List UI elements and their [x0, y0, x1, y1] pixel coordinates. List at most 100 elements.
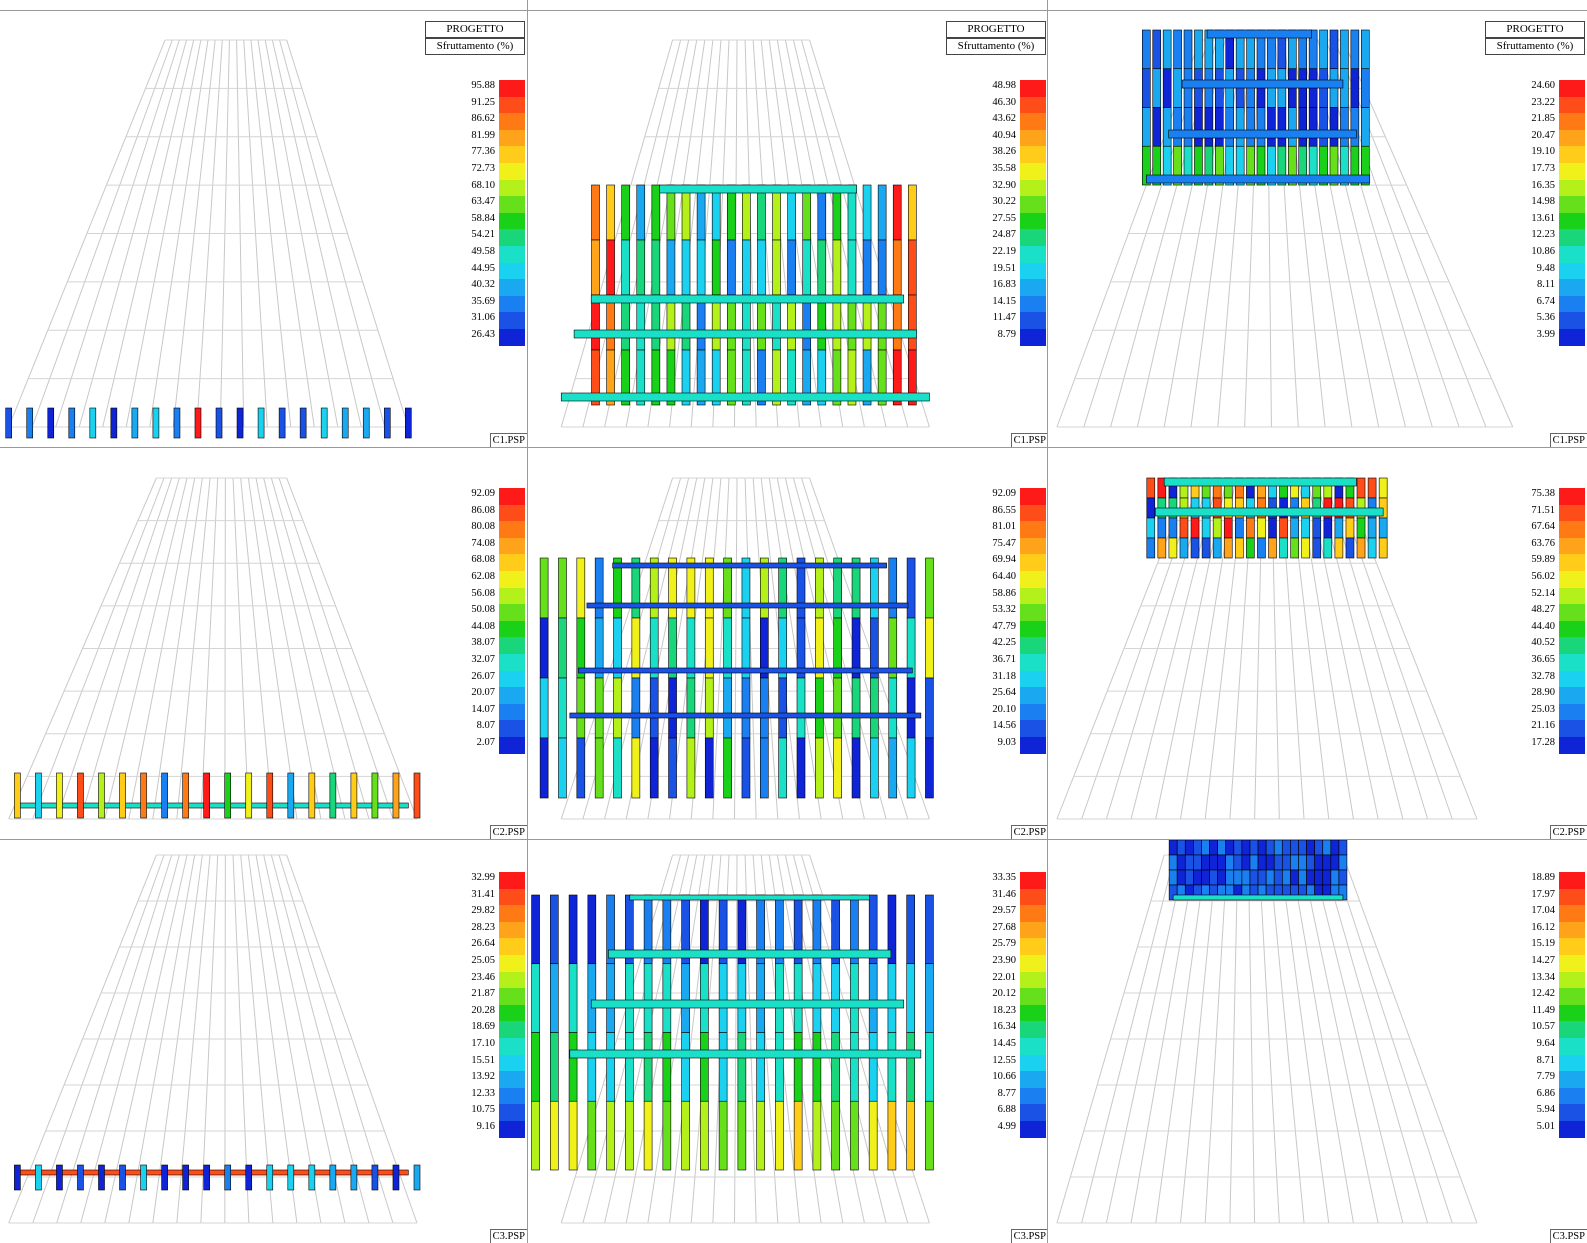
structural-member — [906, 557, 916, 619]
legend-row: 12.55 — [946, 1054, 1046, 1072]
legend-row: 19.51 — [946, 262, 1046, 280]
legend-swatch — [1020, 1120, 1046, 1138]
structural-member — [1246, 517, 1255, 539]
structural-member — [756, 1032, 765, 1102]
legend-value: 80.08 — [471, 521, 495, 533]
structural-member — [877, 349, 887, 406]
structural-member — [1176, 840, 1186, 856]
legend-row: 58.86 — [946, 587, 1046, 605]
legend-value: 86.62 — [471, 113, 495, 125]
legend-swatch — [1559, 587, 1585, 605]
legend-row: 10.66 — [946, 1071, 1046, 1088]
legend-row: 29.82 — [425, 905, 525, 922]
structural-member — [651, 349, 661, 406]
structural-member — [405, 407, 412, 439]
legend-swatch — [1020, 162, 1046, 180]
legend-swatch — [1559, 196, 1585, 213]
structural-member — [1308, 107, 1318, 147]
legend-value: 16.34 — [992, 1021, 1016, 1033]
legend-row: 42.25 — [946, 637, 1046, 654]
structural-member — [1162, 68, 1172, 108]
structural-member — [796, 737, 806, 799]
structural-member — [1257, 869, 1267, 886]
structural-member — [737, 963, 747, 1033]
legend-row: 24.87 — [946, 229, 1046, 246]
structural-member — [1209, 869, 1218, 886]
structural-member — [558, 557, 567, 619]
legend-swatch — [1020, 1037, 1046, 1055]
legend-value: 74.08 — [471, 537, 495, 549]
structural-member — [686, 677, 696, 739]
legend-swatch — [1020, 1004, 1046, 1022]
legend-value: 13.34 — [1531, 971, 1555, 983]
legend-swatch — [1020, 488, 1046, 505]
legend-row: 15.19 — [1485, 938, 1585, 955]
structural-member — [1225, 107, 1235, 147]
legend-swatch — [1559, 554, 1585, 571]
legend-value: 64.40 — [992, 570, 1016, 582]
structural-member — [341, 407, 349, 439]
structural-member — [775, 1032, 784, 1102]
structural-member — [812, 1032, 822, 1102]
structural-member — [651, 239, 661, 296]
structural-member — [1290, 517, 1299, 539]
legend-swatch — [1559, 1120, 1585, 1138]
structural-member — [1152, 107, 1162, 147]
grid-separator — [527, 0, 528, 1243]
legend-value: 28.23 — [471, 921, 495, 933]
structural-member — [308, 1164, 316, 1191]
legend-value: 44.08 — [471, 620, 495, 632]
structural-member — [1298, 145, 1308, 186]
structural-member — [550, 1032, 559, 1102]
structural-member — [760, 737, 769, 799]
structural-member — [1173, 68, 1182, 108]
structural-member — [1225, 145, 1235, 186]
legend-swatch — [499, 687, 525, 704]
legend-row: 6.88 — [946, 1104, 1046, 1121]
legend-row: 20.10 — [946, 703, 1046, 721]
legend-row: 6.74 — [1485, 295, 1585, 313]
structural-member — [742, 239, 751, 296]
file-label: C1.PSP — [1010, 433, 1048, 447]
legend-value: 23.22 — [1531, 96, 1555, 108]
structural-member — [531, 963, 540, 1033]
structural-member — [576, 557, 586, 619]
legend-value: 25.64 — [992, 687, 1016, 699]
legend-swatch — [499, 554, 525, 571]
legend-value: 31.46 — [992, 888, 1016, 900]
structural-member — [850, 1100, 859, 1171]
structural-member — [850, 1032, 859, 1102]
structural-member — [631, 737, 641, 799]
structural-member — [700, 963, 709, 1033]
structural-member — [1201, 869, 1210, 886]
structural-member — [413, 1164, 421, 1191]
legend-swatch — [1559, 162, 1585, 180]
legend-swatch — [499, 938, 525, 955]
structural-member — [908, 184, 917, 241]
structural-member — [606, 1100, 615, 1171]
structural-member — [833, 677, 842, 739]
structural-member — [587, 963, 597, 1033]
structural-member — [98, 1164, 105, 1191]
header-quantity: Sfruttamento (%) — [425, 38, 525, 55]
structural-member — [636, 349, 646, 406]
structural-member — [1257, 517, 1266, 539]
legend-swatch — [1559, 954, 1585, 972]
legend-row: 9.64 — [1485, 1037, 1585, 1055]
legend-value: 17.97 — [1531, 888, 1555, 900]
legend-value: 58.86 — [992, 587, 1016, 599]
structural-member — [625, 1100, 634, 1171]
structural-member — [906, 894, 915, 965]
legend-value: 21.85 — [1531, 113, 1555, 125]
legend-row: 63.76 — [1485, 537, 1585, 555]
legend-swatch — [499, 80, 525, 97]
tier-beam — [586, 602, 909, 609]
structural-member — [1168, 854, 1178, 871]
legend-swatch — [1559, 80, 1585, 97]
structural-member — [1322, 840, 1332, 856]
structural-member — [686, 737, 696, 799]
legend-value: 33.35 — [992, 872, 1016, 883]
